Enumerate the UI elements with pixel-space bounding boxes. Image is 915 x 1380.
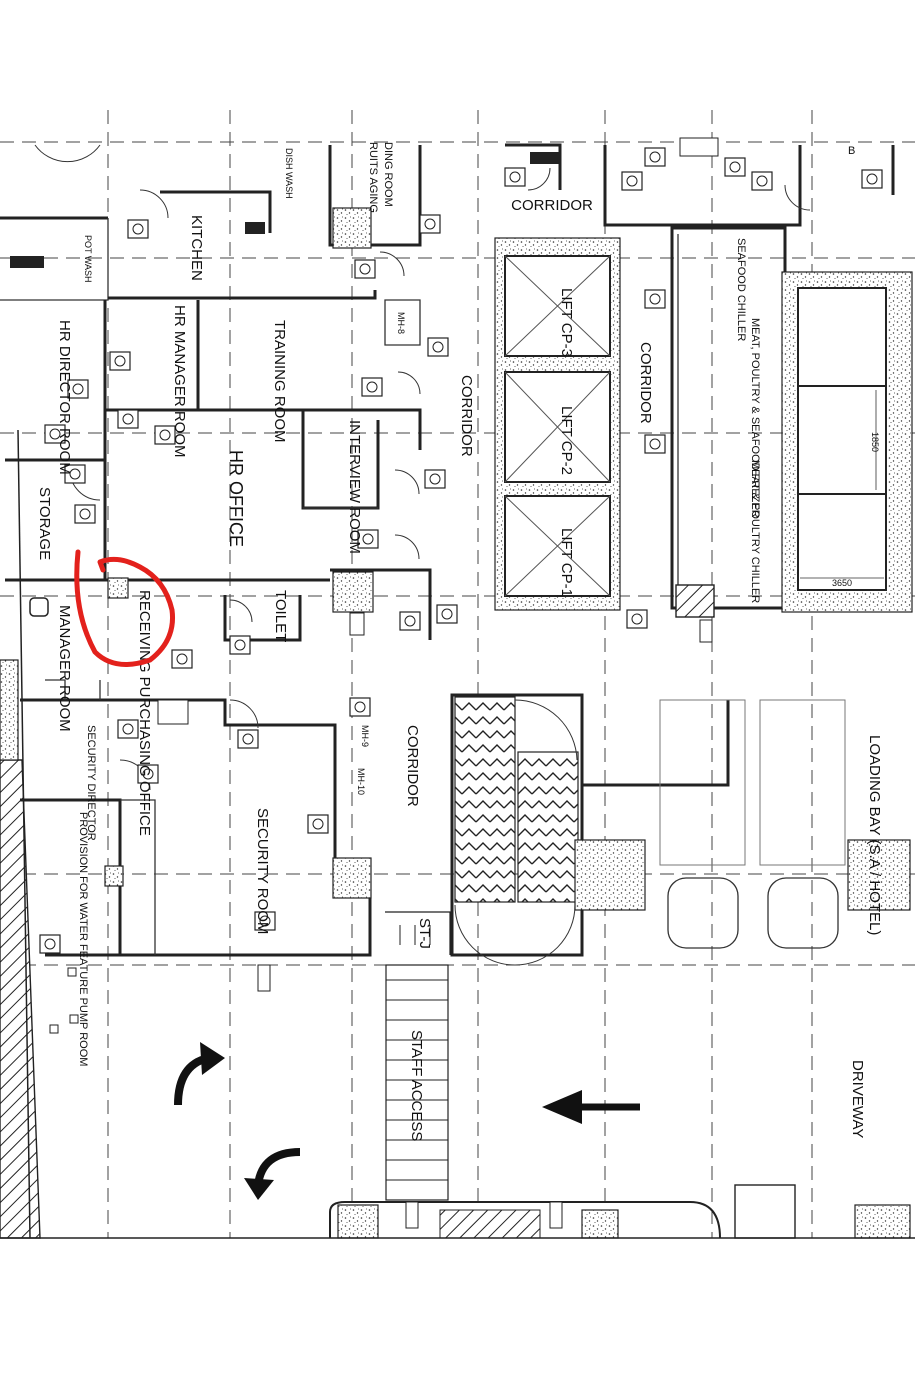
label-pump-room: PROVISION FOR WATER FEATURE PUMP ROOM [77, 812, 89, 1066]
tag-marker [419, 214, 441, 234]
label-kitchen: KITCHEN [188, 215, 205, 281]
tag-marker [504, 167, 526, 187]
walls-top [0, 143, 895, 346]
label-meat-poultry-chiller: MEAT & POULTRY CHILLER [749, 460, 761, 603]
tag-marker [724, 157, 746, 177]
tag-marker [154, 425, 176, 445]
tag-marker [399, 611, 421, 631]
tag-mh10: MH-10 [356, 768, 366, 795]
label-hr-office: HR OFFICE [226, 450, 246, 547]
tag-marker [621, 171, 643, 191]
label-interview-room: INTERVIEW ROOM [346, 420, 363, 554]
label-security-director: SECURITY DIRECTOR [85, 725, 97, 841]
chiller-block [670, 226, 913, 618]
bottom-road [0, 1184, 915, 1239]
tag-marker [229, 635, 251, 655]
tag-marker [64, 464, 86, 484]
small-tags: MH-8 MH-9 MH-10 1850 3650 B [356, 145, 880, 795]
tag-marker [44, 424, 66, 444]
label-lift-cp1: LIFT CP-1 [558, 528, 575, 597]
tag-marker [171, 649, 193, 669]
tag-dim-3650: 3650 [832, 578, 852, 588]
label-pot-wash: POT WASH [83, 235, 93, 283]
label-driveway: DRIVEWAY [849, 1060, 866, 1138]
label-corridor-top: CORRIDOR [511, 197, 593, 214]
tag-mh8: MH-8 [396, 312, 406, 334]
label-security-room: SECURITY ROOM [254, 808, 271, 934]
columns [104, 207, 911, 1239]
tag-marker [117, 719, 139, 739]
tag-marker [626, 609, 648, 629]
label-manager-room: MANAGER ROOM [56, 605, 73, 732]
label-corridor-lift: CORRIDOR [637, 342, 654, 424]
room-labels: CORRIDOR DING ROOM RUITS AGING DISH WASH… [36, 142, 883, 1141]
tag-marker [307, 814, 329, 834]
tag-marker [109, 351, 131, 371]
tag-marker [436, 604, 458, 624]
label-lift-cp3: LIFT CP-3 [558, 288, 575, 357]
label-hr-manager-room: HR MANAGER ROOM [171, 305, 188, 458]
label-staff-access: STAFF ACCESS [408, 1030, 425, 1141]
tag-marker [361, 377, 383, 397]
label-fruits-aging: RUITS AGING [367, 142, 379, 213]
equipment-tags [10, 137, 883, 1229]
curved-arrow-head-icon [244, 1178, 274, 1200]
label-dish-wash: DISH WASH [284, 148, 294, 199]
label-meat-seafood-freezer: MEAT, POULTRY & SEAFOOD FREZER [749, 318, 761, 518]
label-corridor-mid: CORRIDOR [458, 375, 475, 457]
tag-marker [751, 171, 773, 191]
tag-marker [424, 469, 446, 489]
tag-marker [357, 529, 379, 549]
label-storage: STORAGE [36, 487, 53, 560]
label-lift-cp2: LIFT CP-2 [558, 406, 575, 475]
lift-block [494, 237, 621, 611]
label-training-room: TRAINING ROOM [271, 320, 288, 443]
tag-mh9: MH-9 [360, 725, 370, 747]
tag-marker [861, 169, 883, 189]
tag-marker [67, 379, 89, 399]
tag-marker [644, 147, 666, 167]
label-corridor-low: CORRIDOR [404, 725, 421, 807]
tag-marker [127, 219, 149, 239]
tag-marker [644, 434, 666, 454]
traffic-arrows [174, 1042, 640, 1200]
curved-arrow-head-icon [200, 1042, 225, 1075]
tag-marker [117, 409, 139, 429]
ramp-area [450, 693, 911, 966]
tag-marker [644, 289, 666, 309]
staff-access-crossing [385, 911, 451, 1201]
label-toilet: TOILET [272, 590, 289, 642]
site-boundary-hatch [0, 429, 41, 1239]
tag-marker [349, 697, 371, 717]
tag-dim-1850: 1850 [870, 432, 880, 452]
straight-arrow-head-icon [542, 1090, 582, 1124]
tag-marker [427, 337, 449, 357]
tag-marker [74, 504, 96, 524]
label-loading-bay: LOADING BAY (S.A / HOTEL) [866, 735, 883, 935]
label-dining-room: DING ROOM [382, 142, 394, 207]
label-hr-director-room: HR DIRECTOR ROOM [56, 320, 73, 475]
annotation-circle [74, 549, 176, 667]
tag-marker [354, 259, 376, 279]
tag-marker [254, 911, 276, 931]
tag-marker [137, 764, 159, 784]
tag-marker [39, 934, 61, 954]
tag-marker [237, 729, 259, 749]
walls-hr-wing [5, 300, 432, 957]
label-st-j: ST-J [416, 918, 433, 949]
label-seafood-chiller: SEAFOOD CHILLER [735, 238, 747, 341]
label-purchasing-office: RECEIVING PURCHASING OFFICE [136, 590, 153, 836]
tag-b-marker: B [848, 145, 855, 157]
